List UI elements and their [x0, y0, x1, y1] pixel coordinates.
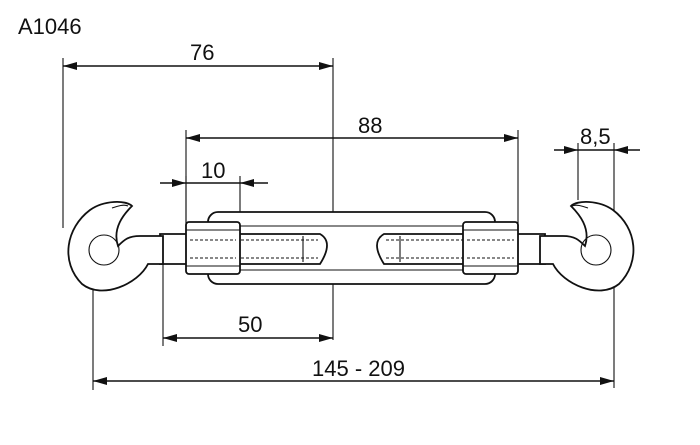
left-threaded-rod: [159, 233, 328, 265]
left-nut: [185, 221, 241, 275]
right-hook: [539, 201, 635, 292]
dimension-76: 76: [62, 40, 334, 340]
dimension-88: 88: [185, 113, 519, 226]
right-threaded-rod: [376, 233, 546, 265]
dimension-total: 145 - 209: [92, 268, 614, 390]
dimension-88-label: 88: [358, 113, 382, 138]
dimension-10-label: 10: [201, 158, 225, 183]
dimension-8-5-label: 8,5: [580, 124, 611, 149]
dimension-10: 10: [160, 158, 268, 226]
right-nut: [462, 221, 519, 275]
left-hook: [67, 201, 164, 292]
product-code: A1046: [18, 14, 82, 39]
dimension-50-label: 50: [238, 312, 262, 337]
dimension-76-label: 76: [190, 40, 214, 65]
dimension-50: 50: [162, 238, 333, 346]
dimension-total-label: 145 - 209: [312, 356, 405, 381]
